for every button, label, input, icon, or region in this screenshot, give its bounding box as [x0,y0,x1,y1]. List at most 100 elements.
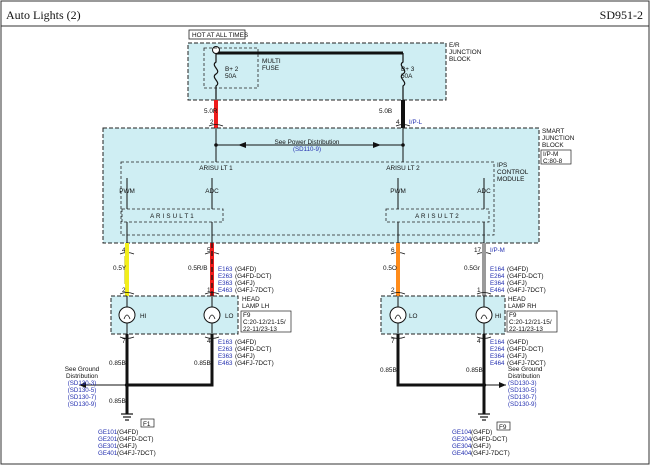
multi-fuse-box [203,47,259,89]
fuse-b3-rating: 50A [401,73,413,80]
svg-text:(G4FD-DCT): (G4FD-DCT) [235,273,272,280]
wire-lh-0-5rb-label: 0.5R/B [188,265,208,272]
svg-text:(G4FD-DCT): (G4FD-DCT) [235,346,272,353]
lh-conn-arc-mid-right [204,292,220,295]
rh-ground-tag [496,421,511,431]
wire-lh-ground-label: 0.85B [109,398,126,405]
rh-pin-mid-right: 1 [477,287,481,294]
rh-pin-mid-left: 2 [391,287,395,294]
svg-text:Distribution: Distribution [508,373,540,380]
output-arisu-lt1: ARISU LT 1 [199,165,233,172]
svg-text:GE101: GE101 [98,429,118,436]
svg-text:E464: E464 [490,360,505,367]
svg-text:(G4FJ-7DCT): (G4FJ-7DCT) [507,287,546,294]
svg-text:(SD130-9)[interactable]: (SD130-9) [508,401,537,408]
svg-text:MODULE: MODULE [497,176,524,183]
wire-lh-0-5y-label: 0.5Y [113,265,127,272]
svg-text:(SD130-9)[interactable]: (SD130-9) [68,401,97,408]
svg-text:E263: E263 [218,273,233,280]
svg-text:BLOCK: BLOCK [449,56,471,63]
fuse-b2-label: B+ 2 [225,66,239,73]
smart-junction-block [102,127,540,244]
svg-text:(G4FD): (G4FD) [235,266,256,273]
arisu-lt2-submodule [385,208,490,223]
wire-rh-bot-left-label: 0.85B [380,367,397,374]
svg-text:GE304: GE304 [452,443,472,450]
er-junction-block-label: E/R JUNCTION BLOCK [449,42,482,63]
rh-conn-arc-mid-left [390,292,406,295]
bus-node-right [401,143,405,147]
svg-text:(G4FJ): (G4FJ) [235,353,255,360]
feed-pin-left: 2 [210,119,214,126]
rh-pin-bot-left: 7 [391,338,395,345]
svg-text:(G4FJ-7DCT): (G4FJ-7DCT) [117,450,156,457]
rh-pin-top-left: 6 [391,247,395,254]
lh-conn-arc-mid-left [119,292,135,295]
lh-lo-filament [208,314,216,320]
wire-rh-bot-right-label: 0.85B [466,367,483,374]
svg-text:Distribution: Distribution [66,373,98,380]
svg-text:(G4FD-DCT): (G4FD-DCT) [117,436,154,443]
svg-text:IPS: IPS [497,162,507,169]
wire-rh-bot-left [396,334,484,387]
power-distribution-ref: See Power Distribution [274,139,339,146]
svg-text:See Ground: See Ground [65,366,100,373]
svg-text:E363: E363 [218,353,233,360]
wire-lh-bot-right [127,334,214,387]
svg-text:FUSE: FUSE [262,65,279,72]
head-lamp-lh-label-1: HEAD [242,296,260,303]
rh-ground-ref-arrow [499,382,506,388]
svg-text:(G4FJ): (G4FJ) [235,280,255,287]
svg-text:JUNCTION: JUNCTION [542,135,575,142]
svg-text:E164: E164 [490,339,505,346]
head-lamp-rh-label-2: LAMP RH [508,303,537,310]
svg-text:E164: E164 [490,266,505,273]
svg-text:(G4FD): (G4FD) [235,339,256,346]
rh-bottom-codes: E164 E264 E364 E464 (G4FD) (G4FD-DCT) (G… [490,339,546,367]
arisu-lt1-label: A R I S U L T 1 [150,213,194,220]
rh-top-codes: E164 E264 E364 E464 (G4FD) (G4FD-DCT) (G… [490,266,546,294]
svg-text:(G4FD-DCT): (G4FD-DCT) [507,346,544,353]
svg-text:MULTI: MULTI [262,58,281,65]
lh-hi-filament [123,314,131,320]
multi-fuse-label: MULTI FUSE [262,58,281,72]
svg-text:(SD130-3)[interactable]: (SD130-3) [508,380,537,387]
lh-pin-top-right: 5 [207,247,211,254]
svg-text:(SD130-5)[interactable]: (SD130-5) [68,387,97,394]
svg-text:JUNCTION: JUNCTION [449,49,482,56]
svg-text:(SD130-3)[interactable]: (SD130-3) [68,380,97,387]
svg-text:E463: E463 [218,287,233,294]
wire-lh-bot-left-label: 0.85B [109,360,126,367]
lh-lo-label: LO [225,313,234,320]
svg-text:E264: E264 [490,346,505,353]
lh-ground-icon [121,413,133,421]
svg-text:E163: E163 [218,266,233,273]
arrow-left [238,142,246,148]
head-lamp-lh-conn-2: C:20-12/21-15/ [243,319,286,326]
svg-text:(SD130-5)[interactable]: (SD130-5) [508,387,537,394]
lh-pin-bot-right: 4 [207,338,211,345]
lh-pin-top-left: 4 [122,247,126,254]
svg-text:(G4FD): (G4FD) [117,429,138,436]
svg-text:(G4FD): (G4FD) [507,266,528,273]
svg-text:(SD130-7)[interactable]: (SD130-7) [508,394,537,401]
power-distribution-link[interactable]: (SD110-9) [293,146,321,153]
head-lamp-lh-label-2: LAMP LH [242,303,270,310]
lh-adc-label: ADC [205,188,219,195]
feed-connector-right: I/P-L [409,119,423,126]
wire-lh-bot-right-label: 0.85B [194,360,211,367]
svg-text:SMART: SMART [542,128,564,135]
svg-text:(G4FD-DCT): (G4FD-DCT) [507,273,544,280]
head-lamp-lh-conn-3: 22-11/23-13 [243,326,277,333]
rh-ground-codes: GE104 GE204 GE304 GE404 (G4FD) (G4FD-DCT… [452,429,510,457]
rh-hi-filament [480,314,488,320]
svg-text:GE204: GE204 [452,436,472,443]
svg-text:GE401: GE401 [98,450,118,457]
svg-text:(SD130-7)[interactable]: (SD130-7) [68,394,97,401]
svg-text:E364: E364 [490,353,505,360]
rh-pin-bot-right: 4 [477,338,481,345]
head-lamp-lh-conn-box [240,310,292,333]
svg-text:(G4FJ): (G4FJ) [507,353,527,360]
rh-lo-label: LO [409,313,418,320]
